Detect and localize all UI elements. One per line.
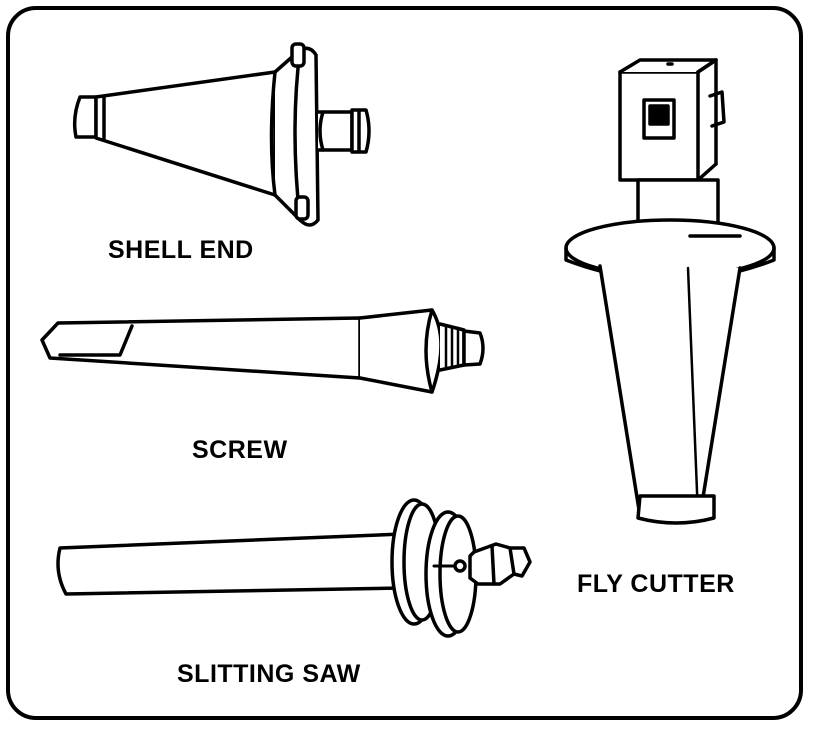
screw-arbor-drawing <box>40 308 485 394</box>
shell-end-arbor-drawing <box>72 42 371 227</box>
fly-cutter-label: FLY CUTTER <box>577 570 735 598</box>
slitting-saw-label: SLITTING SAW <box>177 660 361 688</box>
screw-label: SCREW <box>192 436 288 464</box>
slitting-saw-arbor-drawing <box>56 498 532 638</box>
shell-end-label: SHELL END <box>108 236 254 264</box>
fly-cutter-drawing <box>564 58 776 525</box>
